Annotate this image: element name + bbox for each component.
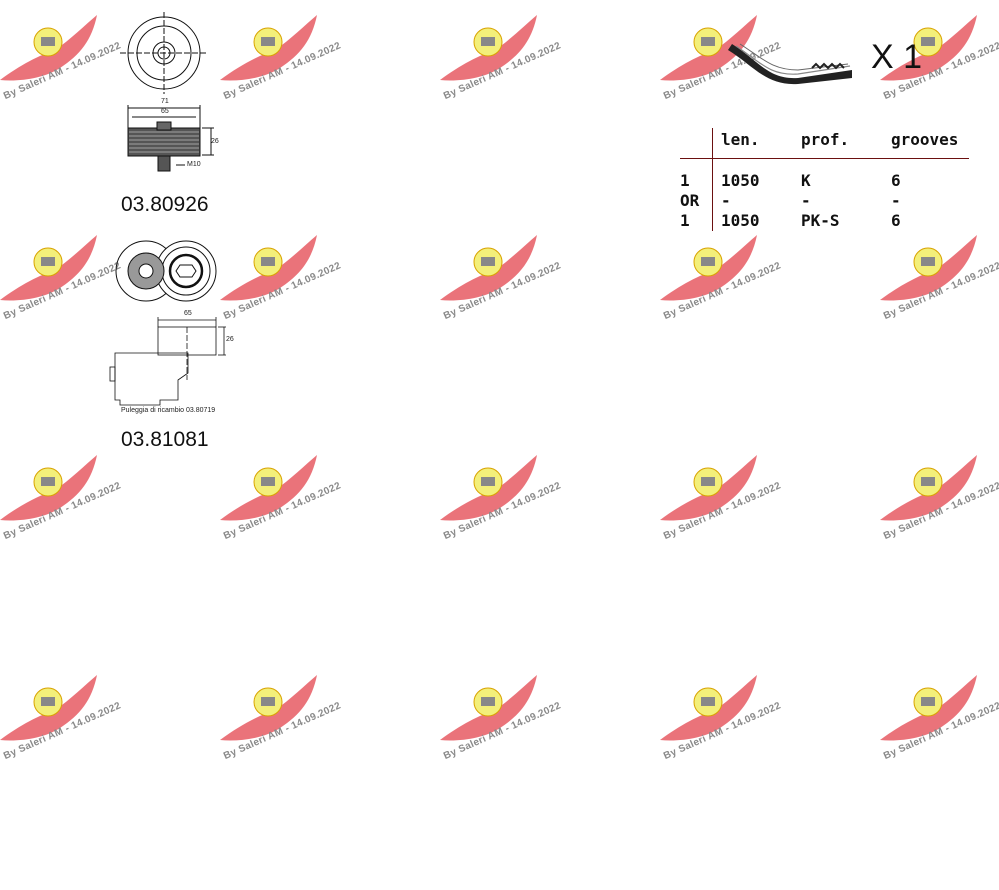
cell-qty: 1: [680, 211, 690, 230]
dimension-height: 26: [211, 138, 219, 145]
watermark: By Saleri AM - 14.09.2022: [220, 10, 440, 230]
watermark: By Saleri AM - 14.09.2022: [440, 230, 660, 450]
cell-grooves: 6: [891, 171, 901, 190]
quick-service-logo-icon: [0, 675, 97, 741]
cell-qty: OR: [680, 191, 700, 210]
quick-service-logo-icon: [880, 455, 977, 521]
dimension-width: 65: [184, 310, 192, 317]
quick-service-logo-icon: [220, 15, 317, 81]
quick-service-logo-icon: [440, 675, 537, 741]
watermark-text: By Saleri AM - 14.09.2022: [882, 260, 999, 323]
quick-service-logo-icon: [220, 675, 317, 741]
watermark-text: By Saleri AM - 14.09.2022: [2, 480, 123, 543]
watermark: By Saleri AM - 14.09.2022: [440, 450, 660, 670]
header-qty: [680, 128, 713, 159]
part-code: 03.81081: [121, 428, 209, 451]
belt-quantity: X 1: [871, 38, 923, 76]
quick-service-logo-icon: [0, 455, 97, 521]
dimension-inner-width: 65: [161, 108, 169, 115]
table-row: 1 1050 PK-S 6: [680, 211, 969, 231]
cell-length: -: [712, 191, 801, 211]
watermark-text: By Saleri AM - 14.09.2022: [442, 700, 563, 763]
quick-service-logo-icon: [0, 235, 97, 301]
watermark-text: By Saleri AM - 14.09.2022: [662, 260, 783, 323]
watermark-text: By Saleri AM - 14.09.2022: [662, 700, 783, 763]
quick-service-logo-icon: [440, 15, 537, 81]
watermark: By Saleri AM - 14.09.2022: [440, 10, 660, 230]
cell-profile: PK-S: [801, 211, 840, 230]
watermark-text: By Saleri AM - 14.09.2022: [2, 700, 123, 763]
watermark: By Saleri AM - 14.09.2022: [220, 670, 440, 890]
watermark: By Saleri AM - 14.09.2022: [660, 670, 880, 890]
watermark-text: By Saleri AM - 14.09.2022: [2, 40, 123, 103]
cell-length: 1050: [712, 158, 801, 191]
cell-grooves: 6: [891, 211, 901, 230]
table-header-row: len. prof. grooves: [680, 128, 969, 159]
watermark: By Saleri AM - 14.09.2022: [880, 230, 999, 450]
watermark-text: By Saleri AM - 14.09.2022: [882, 700, 999, 763]
ribbed-belt-icon: [728, 43, 852, 85]
cell-profile: K: [801, 171, 811, 190]
watermark: By Saleri AM - 14.09.2022: [880, 670, 999, 890]
dimension-thread: M10: [187, 161, 201, 168]
quick-service-logo-icon: [0, 15, 97, 81]
table-row: OR - - -: [680, 191, 969, 211]
watermark-text: By Saleri AM - 14.09.2022: [442, 40, 563, 103]
belt-spec-table: len. prof. grooves 1 1050 K 6 OR - - - 1…: [680, 128, 969, 231]
quick-service-logo-icon: [880, 235, 977, 301]
watermark: By Saleri AM - 14.09.2022: [660, 230, 880, 450]
cell-length: 1050: [712, 211, 801, 231]
quick-service-logo-icon: [220, 455, 317, 521]
watermark: By Saleri AM - 14.09.2022: [440, 670, 660, 890]
watermark: By Saleri AM - 14.09.2022: [0, 670, 220, 890]
watermark-text: By Saleri AM - 14.09.2022: [222, 40, 343, 103]
header-profile: prof.: [801, 128, 891, 159]
watermark-text: By Saleri AM - 14.09.2022: [662, 480, 783, 543]
dimension-height: 26: [226, 336, 234, 343]
header-grooves: grooves: [891, 128, 969, 159]
watermark-text: By Saleri AM - 14.09.2022: [222, 700, 343, 763]
part-code: 03.80926: [121, 193, 209, 216]
quick-service-logo-icon: [440, 235, 537, 301]
cell-grooves: -: [891, 191, 901, 210]
replacement-pulley-caption: Puleggia di ricambio 03.80719: [121, 407, 216, 414]
watermark-text: By Saleri AM - 14.09.2022: [442, 480, 563, 543]
quick-service-logo-icon: [440, 455, 537, 521]
watermark-text: By Saleri AM - 14.09.2022: [882, 480, 999, 543]
table-row: 1 1050 K 6: [680, 158, 969, 191]
quick-service-logo-icon: [880, 675, 977, 741]
cell-profile: -: [801, 191, 811, 210]
part-idler-pulley: 71 65 26 M10: [110, 10, 230, 190]
idler-pulley-drawing: [120, 12, 214, 172]
belt-tensioner-drawing: [109, 240, 226, 406]
watermark: By Saleri AM - 14.09.2022: [0, 450, 220, 670]
watermark: By Saleri AM - 14.09.2022: [660, 450, 880, 670]
watermark: By Saleri AM - 14.09.2022: [880, 450, 999, 670]
header-length: len.: [712, 128, 801, 159]
part-belt-tensioner: 65 26 Puleggia di ricambio 03.80719: [100, 235, 260, 420]
quick-service-logo-icon: [660, 235, 757, 301]
quick-service-logo-icon: [660, 675, 757, 741]
watermark-text: By Saleri AM - 14.09.2022: [442, 260, 563, 323]
cell-qty: 1: [680, 171, 690, 190]
quick-service-logo-icon: [660, 455, 757, 521]
watermark-text: By Saleri AM - 14.09.2022: [222, 480, 343, 543]
watermark: By Saleri AM - 14.09.2022: [220, 450, 440, 670]
dimension-outer-width: 71: [161, 98, 169, 105]
